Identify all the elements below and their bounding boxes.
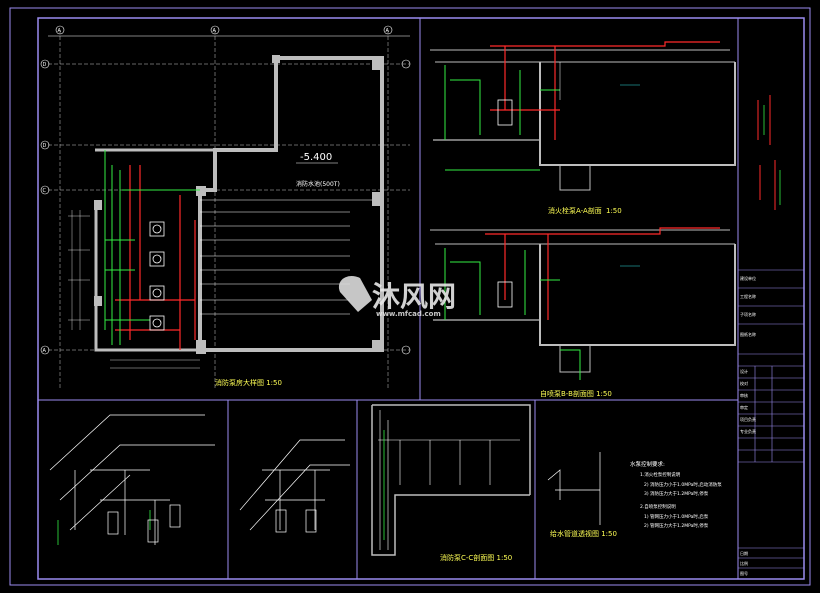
title-block: 建设单位 工程名称 子项名称 图纸名称 设计 校对 审核 审定 项目负责 专业负…	[738, 95, 804, 576]
pipe-headers	[200, 199, 372, 315]
watermark-brand: 沐风网	[372, 280, 456, 313]
tb-row-label: 审核	[740, 392, 748, 398]
riser-title: 给水管道透视图 1:50	[550, 529, 617, 538]
note-item: 1) 管网压力小于1.0MPa时,启泵	[644, 513, 709, 520]
green-pipes	[104, 150, 200, 345]
grid-letter: C	[43, 188, 47, 194]
outer-frame	[9, 7, 811, 586]
isometric-diagram-2	[239, 439, 350, 533]
watermark-logo	[338, 275, 372, 312]
dimension-lines	[68, 210, 200, 369]
note-item: 1.消火栓泵控制说明	[640, 471, 681, 478]
grid-bubble	[401, 59, 411, 69]
tb-row-label: 建设单位	[740, 275, 756, 281]
section-a-title: 消火栓泵A-A剖面	[548, 206, 602, 215]
section-a-scale: 1:50	[606, 207, 622, 215]
tb-row-label: 工程名称	[740, 293, 756, 299]
grid-bubble	[401, 345, 411, 355]
tank-label: 消防水池(500T)	[296, 180, 340, 188]
notes-heading: 水泵控制要求:	[630, 460, 665, 468]
tb-row-label: 比例	[740, 560, 748, 566]
grid-bubble	[210, 25, 220, 35]
grid-bubble	[40, 59, 50, 69]
isometric-diagram-1	[49, 414, 215, 545]
tb-row-label: 图号	[740, 570, 748, 576]
tb-row-label: 校对	[740, 380, 748, 386]
pump-units	[149, 221, 165, 331]
red-pipes	[115, 165, 196, 350]
grid-bubble	[40, 185, 50, 195]
watermark-url: www.mfcad.com	[376, 310, 441, 318]
drawing-border	[37, 17, 805, 580]
tb-row-label: 日期	[740, 550, 748, 556]
grid-letter: A	[43, 348, 47, 354]
tb-row-label: 子项名称	[740, 311, 756, 317]
watermark: 沐风网 www.mfcad.com	[338, 275, 456, 318]
note-item: 2) 消防压力小于1.0MPa时,启动消防泵	[644, 481, 722, 488]
grid-letter: D	[43, 143, 47, 149]
note-item: 2.自喷泵控制说明	[640, 503, 676, 510]
grid-bubble	[40, 140, 50, 150]
section-b-drawing: 自喷泵B-B剖面图 1:50	[430, 227, 736, 398]
control-notes: 水泵控制要求: 1.消火栓泵控制说明 2) 消防压力小于1.0MPa时,启动消防…	[630, 460, 722, 529]
grid-letter: D	[43, 62, 47, 68]
section-b-title: 自喷泵B-B剖面图 1:50	[540, 389, 612, 398]
grid-bubble	[55, 25, 65, 35]
grid-letter: A	[58, 28, 62, 34]
grid-letter: A	[386, 28, 390, 34]
grid-bubble	[383, 25, 393, 35]
note-item: 3) 消防压力大于1.2MPa时,停泵	[644, 490, 709, 497]
section-c-drawing: 消防泵C-C剖面图 1:50	[371, 404, 531, 562]
grid-letter: A	[213, 28, 217, 34]
pump-room-plan: A A A D D C A -5.400 消防水池(500T)	[40, 25, 411, 390]
note-item: 2) 管网压力大于1.2MPa时,停泵	[644, 522, 709, 529]
riser-diagram: 给水管道透视图 1:50	[547, 452, 617, 538]
elevation-label: -5.400	[300, 152, 332, 163]
tb-row-label: 设计	[740, 368, 748, 374]
tb-row-label: 专业负责	[740, 428, 756, 434]
grid-bubble	[40, 345, 50, 355]
section-c-title: 消防泵C-C剖面图 1:50	[440, 553, 512, 562]
section-a-drawing: 消火栓泵A-A剖面 1:50	[430, 41, 736, 215]
tb-row-label: 项目负责	[740, 416, 756, 422]
tb-row-label: 审定	[740, 404, 748, 410]
plan-title: 消防泵房大样图 1:50	[215, 378, 282, 387]
tb-row-label: 图纸名称	[740, 331, 756, 337]
